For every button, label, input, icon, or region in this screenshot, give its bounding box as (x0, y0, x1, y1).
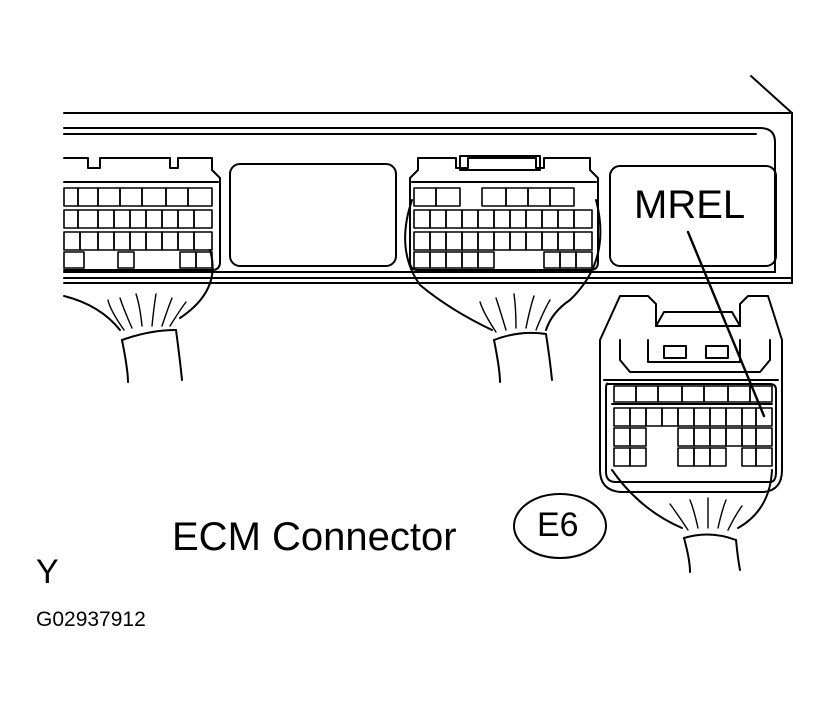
mrel-terminal-label: MREL (634, 183, 745, 227)
connector-slot-2-pins (413, 187, 593, 269)
connector-slot-1-pins (63, 187, 213, 269)
connector-caption: ECM Connector (172, 515, 457, 559)
blank-slot (229, 163, 397, 267)
connector-code-oval (513, 493, 607, 559)
connector-slot-2 (409, 155, 599, 271)
corner-letter: Y (36, 553, 59, 591)
e6-connector-plug (599, 295, 783, 493)
mrel-slot (609, 165, 777, 267)
connector-code-label: E6 (537, 506, 579, 544)
connector-slot-1 (63, 157, 221, 271)
figure-id: G02937912 (36, 608, 146, 631)
mrel-leader-line (686, 230, 766, 418)
wire-harness-1 (63, 249, 214, 383)
wire-harness-3 (611, 469, 773, 573)
ecm-housing (63, 75, 793, 284)
e6-connector-pins (613, 385, 773, 467)
wire-harness-2 (404, 199, 602, 383)
